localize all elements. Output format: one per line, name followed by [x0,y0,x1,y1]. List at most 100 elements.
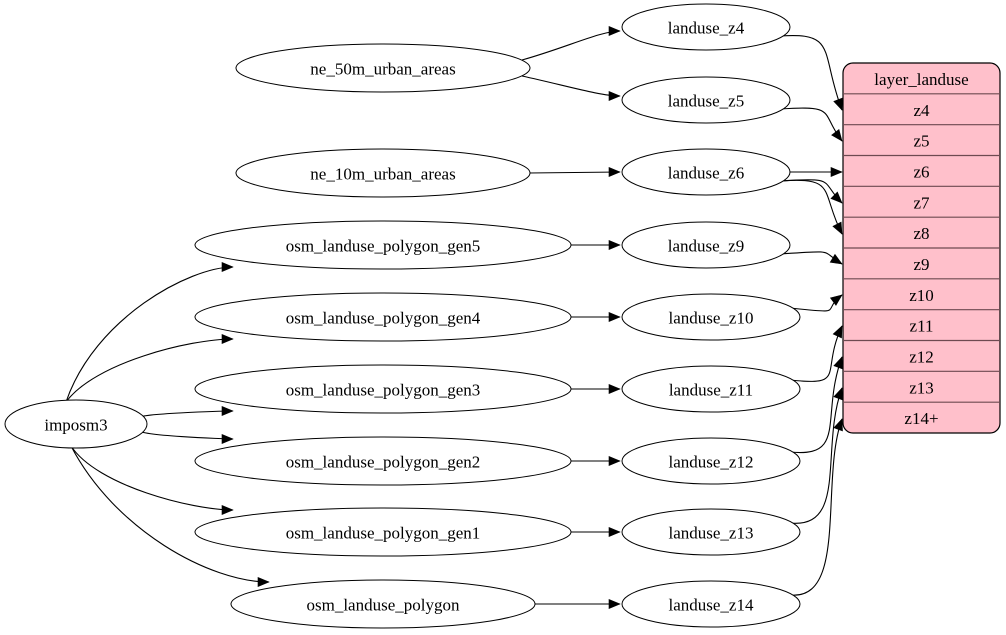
node-landuse_z13-shape[interactable] [621,508,801,556]
edge-imposm3-to-osm_landuse_polygon_gen4 [65,338,234,403]
table-row-hitbox[interactable] [843,371,1000,402]
edge-imposm3-to-osm_landuse_polygon_gen5 [65,266,234,403]
edge-arrowhead [833,356,843,370]
node-osm_landuse_polygon_gen5-shape[interactable] [194,220,572,270]
node-landuse_z14[interactable]: landuse_z14 [621,580,801,628]
node-landuse_z4-shape[interactable] [621,3,791,51]
edge-arrowhead [221,433,234,445]
node-osm_landuse_polygon[interactable]: osm_landuse_polygon [230,579,536,629]
node-landuse_z6-shape[interactable] [621,148,791,196]
table-row-z12[interactable]: z12 [843,341,1000,372]
node-osm_landuse_polygon_gen5[interactable]: osm_landuse_polygon_gen5 [194,220,572,270]
edge-landuse_z11-to-row-z11 [789,325,843,382]
edge-arrowhead [832,221,843,235]
table-row-z7[interactable]: z7 [843,186,1000,217]
node-osm_landuse_polygon_gen3[interactable]: osm_landuse_polygon_gen3 [194,364,572,414]
table-row-hitbox[interactable] [843,310,1000,341]
edge-arrowhead [221,261,234,273]
node-landuse_z6[interactable]: landuse_z6 [621,148,791,196]
node-landuse_z5[interactable]: landuse_z5 [621,76,791,124]
edge-arrowhead [832,325,843,339]
table-row-hitbox[interactable] [843,248,1000,279]
edge-arrowhead [221,405,234,417]
node-osm_landuse_polygon_gen4[interactable]: osm_landuse_polygon_gen4 [194,292,572,342]
edge-arrowhead [608,239,621,251]
edge-arrowhead [833,97,843,111]
table-row-hitbox[interactable] [843,341,1000,372]
edge-arrowhead [608,455,621,467]
table-row-z5[interactable]: z5 [843,125,1000,156]
edge-arrowhead [608,598,621,610]
node-landuse_z14-shape[interactable] [621,580,801,628]
table-row-z10[interactable]: z10 [843,279,1000,310]
edge-arrowhead [608,526,621,538]
edge-arrowhead [831,128,843,142]
edge-arrowhead [608,311,621,323]
edge-landuse_z5-to-row-z5 [779,107,843,142]
node-landuse_z11-shape[interactable] [621,365,801,413]
edge-arrowhead [829,253,843,265]
table-row-hitbox[interactable] [843,94,1000,125]
edge-arrowhead [257,576,270,588]
edge-arrowhead [221,504,234,516]
node-osm_landuse_polygon-shape[interactable] [230,579,536,629]
edge-arrowhead [829,294,843,306]
edges-layer [65,25,843,610]
node-ne_50m_urban_areas-shape[interactable] [235,43,531,93]
edge-imposm3-to-osm_landuse_polygon_gen2 [140,429,234,440]
edge-landuse_z14-to-row-z14+ [789,418,843,596]
table-row-hitbox[interactable] [843,217,1000,248]
edge-arrowhead [830,166,843,178]
node-ne_10m_urban_areas[interactable]: ne_10m_urban_areas [235,148,531,198]
table-row-z11[interactable]: z11 [843,310,1000,341]
edge-ne_50m_urban_areas-to-landuse_z5 [521,75,621,97]
table-row-z8[interactable]: z8 [843,217,1000,248]
edge-landuse_z4-to-row-z4 [779,34,843,111]
table-layer: layer_landusez4z5z6z7z8z9z10z11z12z13z14… [842,62,1001,434]
table-row-z14+[interactable]: z14+ [843,402,1000,433]
edge-arrowhead [608,166,621,178]
edge-landuse_z13-to-row-z13 [789,387,843,524]
node-osm_landuse_polygon_gen4-shape[interactable] [194,292,572,342]
node-landuse_z9-shape[interactable] [621,221,791,269]
node-osm_landuse_polygon_gen3-shape[interactable] [194,364,572,414]
table-row-hitbox[interactable] [843,402,1000,433]
table-row-hitbox[interactable] [843,186,1000,217]
node-osm_landuse_polygon_gen2[interactable]: osm_landuse_polygon_gen2 [194,436,572,486]
table-row-hitbox[interactable] [843,125,1000,156]
edge-arrowhead [608,90,621,102]
node-landuse_z12-shape[interactable] [621,437,801,485]
node-osm_landuse_polygon_gen1[interactable]: osm_landuse_polygon_gen1 [194,507,572,557]
node-imposm3[interactable]: imposm3 [4,399,148,449]
edge-arrowhead [833,387,843,401]
node-ne_50m_urban_areas[interactable]: ne_50m_urban_areas [235,43,531,93]
edge-arrowhead [221,333,234,345]
table-row-z9[interactable]: z9 [843,248,1000,279]
node-landuse_z4[interactable]: landuse_z4 [621,3,791,51]
node-landuse_z13[interactable]: landuse_z13 [621,508,801,556]
edge-imposm3-to-osm_landuse_polygon [70,445,270,583]
table-row-hitbox[interactable] [843,156,1000,187]
edge-arrowhead [608,383,621,395]
table-row-hitbox[interactable] [843,279,1000,310]
node-landuse_z5-shape[interactable] [621,76,791,124]
node-landuse_z9[interactable]: landuse_z9 [621,221,791,269]
node-imposm3-shape[interactable] [4,399,148,449]
edge-ne_10m_urban_areas-to-landuse_z6 [528,171,621,174]
edge-arrowhead [608,25,621,37]
edge-arrowhead [833,418,843,432]
node-landuse_z10[interactable]: landuse_z10 [621,293,801,341]
node-landuse_z11[interactable]: landuse_z11 [621,365,801,413]
node-landuse_z10-shape[interactable] [621,293,801,341]
node-osm_landuse_polygon_gen2-shape[interactable] [194,436,572,486]
table-row-z4[interactable]: z4 [843,94,1000,125]
edge-imposm3-to-osm_landuse_polygon_gen3 [140,410,234,419]
node-landuse_z12[interactable]: landuse_z12 [621,437,801,485]
node-ne_10m_urban_areas-shape[interactable] [235,148,531,198]
table-row-z13[interactable]: z13 [843,371,1000,402]
edge-ne_50m_urban_areas-to-landuse_z4 [521,30,621,61]
table-row-z6[interactable]: z6 [843,156,1000,187]
node-osm_landuse_polygon_gen1-shape[interactable] [194,507,572,557]
